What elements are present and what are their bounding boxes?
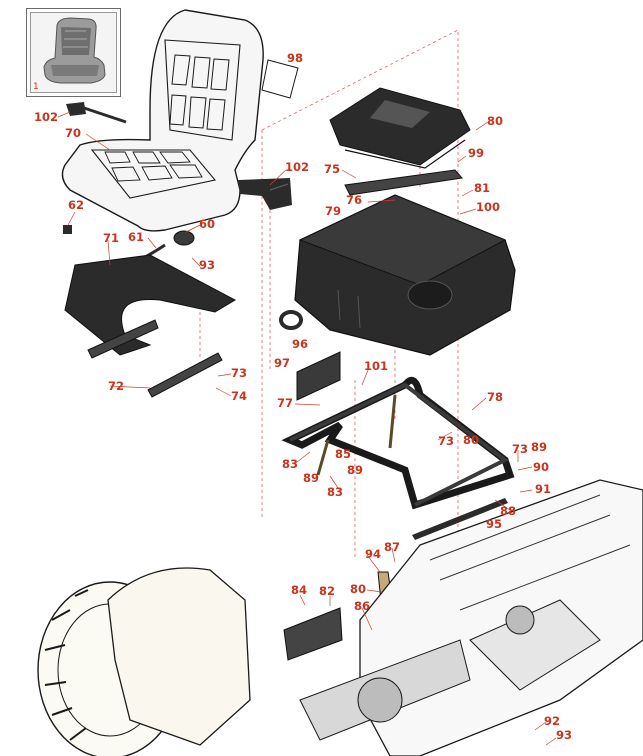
callout-85: 85: [335, 447, 351, 461]
callout-89: 89: [531, 440, 547, 454]
callout-99: 99: [468, 146, 484, 160]
bumper-part-96: [279, 310, 303, 330]
callout-87: 87: [384, 540, 400, 554]
callout-83: 83: [282, 457, 298, 471]
callout-97: 97: [274, 356, 290, 370]
slide-rail-part-72: [147, 352, 223, 398]
callout-73: 73: [231, 366, 247, 380]
callout-78: 78: [487, 390, 503, 404]
callout-73: 73: [512, 442, 528, 456]
callout-102: 102: [34, 110, 58, 124]
callout-96: 96: [292, 337, 308, 351]
callout-89: 89: [347, 463, 363, 477]
bracket-part-76: [344, 169, 463, 196]
knob-part-60: [173, 230, 195, 246]
decal-part-98: [261, 59, 299, 99]
callout-80: 80: [487, 114, 503, 128]
callout-95: 95: [486, 517, 502, 531]
callout-60: 60: [199, 217, 215, 231]
callout-98: 98: [287, 51, 303, 65]
callout-leaders: [57, 111, 557, 746]
callout-75: 75: [324, 162, 340, 176]
plate-part-97: [296, 351, 341, 401]
mount-plate-part-71: [64, 254, 237, 359]
callout-93: 93: [556, 728, 572, 742]
seat-part-70: [61, 9, 264, 232]
callout-101: 101: [364, 359, 388, 373]
callout-102: 102: [285, 160, 309, 174]
callout-81: 81: [474, 181, 490, 195]
seat-thumbnail: [30, 12, 117, 93]
seat-thumbnail-frame: 1: [26, 8, 121, 97]
callout-94: 94: [365, 547, 381, 561]
callout-100: 100: [476, 200, 500, 214]
callout-labels: 98 102 70 102 80 99 75 81 76 100 79 62 6…: [34, 51, 572, 742]
callout-72: 72: [108, 379, 124, 393]
callout-88: 88: [500, 504, 516, 518]
strap-part-95: [412, 498, 508, 540]
callout-73: 73: [438, 434, 454, 448]
callout-79: 79: [325, 204, 341, 218]
callout-92: 92: [544, 714, 560, 728]
thumbnail-label: 1: [33, 82, 39, 92]
callout-82: 82: [319, 584, 335, 598]
callout-74: 74: [231, 389, 247, 403]
callout-84: 84: [291, 583, 307, 597]
switch-part-62: [63, 225, 72, 234]
fender-shell: [107, 567, 251, 746]
callout-90: 90: [533, 460, 549, 474]
callout-93: 93: [199, 258, 215, 272]
frame-part-78: [281, 376, 515, 510]
callout-70: 70: [65, 126, 81, 140]
callout-76: 76: [346, 193, 362, 207]
seat-belt-part-102: [66, 102, 292, 210]
tractor-chassis: [299, 479, 643, 756]
callout-91: 91: [535, 482, 551, 496]
callout-80: 80: [350, 582, 366, 596]
plate-part-82: [283, 607, 343, 661]
suspension-part-75: [329, 87, 471, 169]
callout-61: 61: [128, 230, 144, 244]
callout-62: 62: [68, 198, 84, 212]
callout-89: 89: [303, 471, 319, 485]
callout-83: 83: [327, 485, 343, 499]
seat-thumbnail-image: [43, 17, 106, 84]
callout-80: 80: [463, 433, 479, 447]
seat-pan-part-79: [294, 194, 516, 356]
callout-77: 77: [277, 396, 293, 410]
callout-86: 86: [354, 599, 370, 613]
callout-71: 71: [103, 231, 119, 245]
